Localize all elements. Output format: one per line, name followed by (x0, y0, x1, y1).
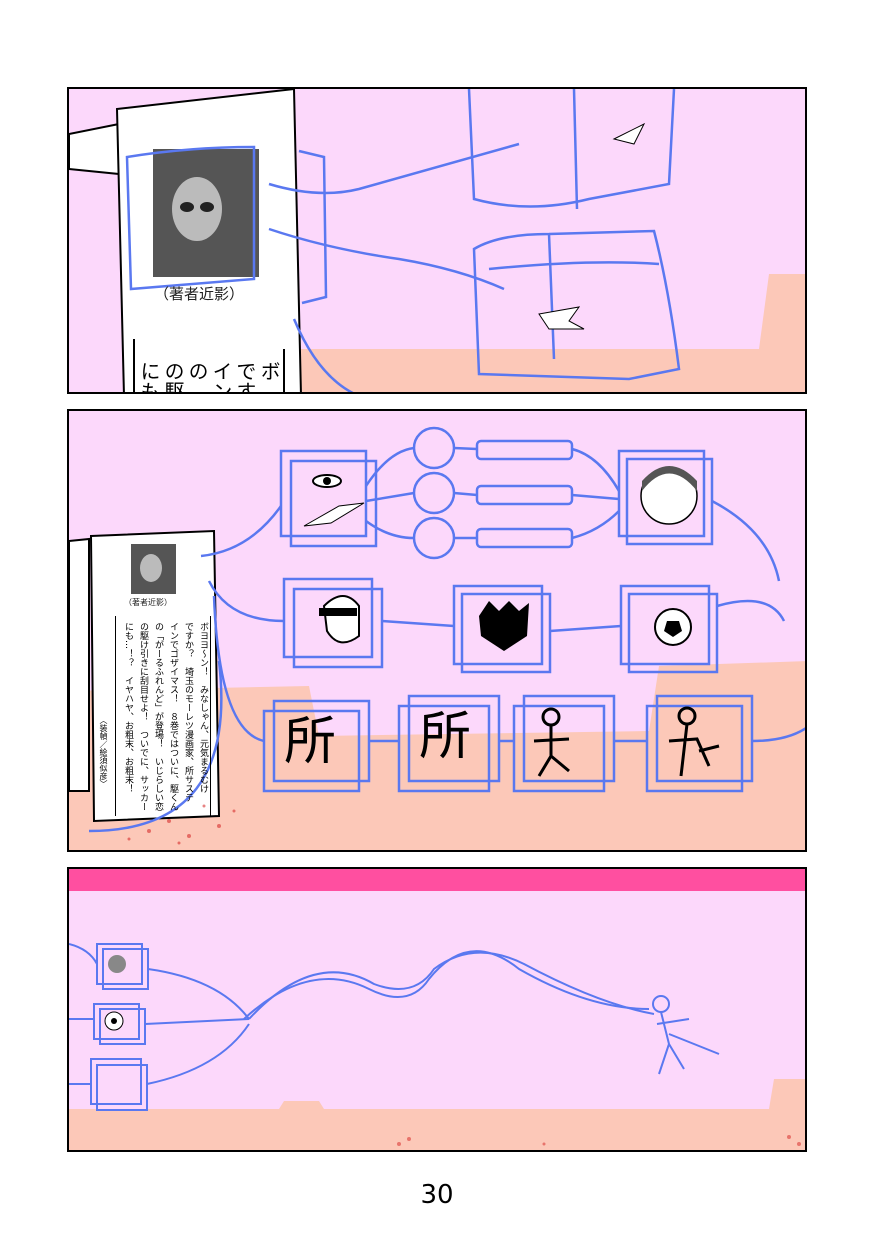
panel-2-art (69, 426, 805, 850)
design-credit: 〈装幀／絵須似彦〉 (99, 716, 108, 788)
author-photo-caption: （著者近影） (154, 285, 245, 303)
page-number: 30 (420, 1180, 454, 1210)
blurb-column: にも (137, 361, 161, 394)
blurb-column: の駆け引きに刮目せよ！ ついでに、サッカー (138, 622, 148, 811)
blurb-column: ボ (257, 361, 281, 381)
blurb-column: の「 (185, 361, 209, 394)
author-blurb: ボヨヨ〜ン！ みなしゃん、元気まるむけ ですか？ 埼玉のモーレツ漫画家、所サステ… (115, 616, 211, 816)
blurb-column: の駆 (161, 361, 185, 394)
kanji-tokoro-1: 所 (284, 712, 337, 772)
kanji-tokoro-2: 所 (419, 707, 472, 767)
panel-1-art (69, 89, 805, 392)
panel-2: 所 所 （著者近影） ボヨヨ〜ン！ みなしゃん、元気まるむけ ですか？ 埼玉のモ… (67, 409, 807, 852)
blurb-column: です (233, 361, 257, 394)
panel-3 (67, 867, 807, 1152)
blurb-column: ボヨヨ〜ン！ みなしゃん、元気まるむけ (198, 622, 208, 793)
blurb-column: にも…！？ イヤハヤ、お粗末、お粗末！ (123, 622, 133, 793)
blurb-column: ですか？ 埼玉のモーレツ漫画家、所サステ (183, 622, 193, 802)
blurb-column: イン (209, 361, 233, 394)
author-blurb-partial: ボ です イン の「 の駆 にも (137, 361, 281, 394)
panel-3-art (69, 869, 805, 1150)
panel-1: （著者近影） ボ です イン の「 の駆 にも (67, 87, 807, 394)
blurb-column: の「がーるふれんど」が登場！ いじらしい恋 (153, 622, 163, 811)
author-photo-caption: （著者近影） (124, 598, 172, 607)
blurb-column: インでゴザイマス！ ８巻ではついに、駆くん (168, 622, 178, 811)
